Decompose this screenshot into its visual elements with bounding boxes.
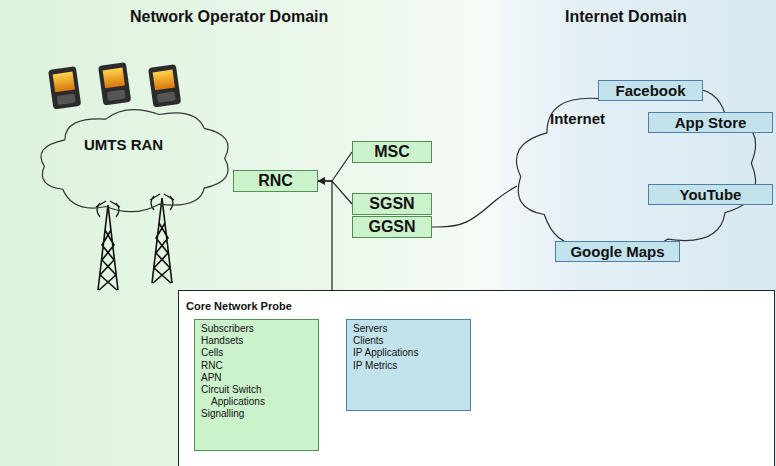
network-cloud: UMTS RAN	[32, 103, 237, 218]
network-element: RNC	[233, 170, 318, 192]
cloud-outline	[516, 83, 755, 252]
metric-list: SubscribersHandsetsCellsRNCAPNCircuit Sw…	[194, 319, 319, 451]
metric-item: IP Metrics	[353, 360, 464, 372]
metric-item: Cells	[201, 347, 312, 359]
network-element: SGSN	[352, 193, 432, 215]
network-element: GGSN	[352, 216, 432, 238]
metric-item: APN	[201, 372, 312, 384]
handset-icons	[48, 62, 181, 110]
service-box: Facebook	[598, 80, 703, 101]
metric-item: Handsets	[201, 335, 312, 347]
network-element: MSC	[352, 141, 432, 163]
tower-icons	[96, 194, 174, 290]
service-box: YouTube	[648, 184, 773, 205]
service-box: App Store	[648, 112, 773, 133]
service-box: Google Maps	[555, 241, 680, 262]
node-label: Core Network Probe	[186, 300, 292, 312]
node-label: App Store	[675, 114, 747, 131]
connector	[318, 152, 352, 181]
metric-item: Signalling	[201, 408, 312, 420]
metric-item: Circuit Switch Applications	[201, 384, 312, 408]
node-label: YouTube	[680, 186, 742, 203]
connector	[432, 186, 517, 227]
node-label: Google Maps	[570, 243, 664, 260]
metric-item: Subscribers	[201, 323, 312, 335]
node-label: MSC	[374, 143, 410, 161]
domain-title: Network Operator Domain	[130, 8, 328, 26]
metric-item: Servers	[353, 323, 464, 335]
probe-box: Core Network ProbeSubscribersHandsetsCel…	[178, 290, 775, 466]
connector	[318, 181, 332, 290]
domain-title: Internet Domain	[565, 8, 687, 26]
node-label: Internet	[550, 110, 605, 127]
metric-item: IP Applications	[353, 347, 464, 359]
cloud-outline	[32, 103, 237, 218]
metric-item: RNC	[201, 360, 312, 372]
metric-item: Clients	[353, 335, 464, 347]
node-label: GGSN	[368, 218, 415, 236]
node-label: UMTS RAN	[84, 136, 163, 153]
metric-list: ServersClientsIP ApplicationsIP Metrics	[346, 319, 471, 411]
node-label: SGSN	[369, 195, 414, 213]
operator-ground	[0, 0, 500, 466]
node-label: RNC	[258, 172, 293, 190]
connector	[318, 181, 352, 204]
cloud-outline	[41, 110, 228, 212]
node-label: Facebook	[615, 82, 685, 99]
internet-cloud: Internet FacebookApp StoreYouTubeGoogle M…	[505, 72, 767, 262]
